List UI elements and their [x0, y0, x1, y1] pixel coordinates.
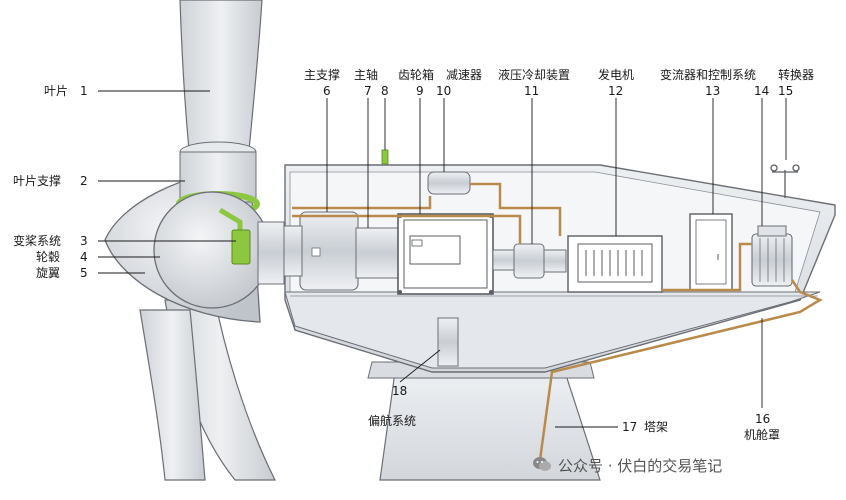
sensor-8 [381, 149, 389, 165]
number-4: 4 [80, 250, 88, 264]
label-yaw-system: 偏航系统 [368, 414, 417, 428]
transformer [751, 233, 793, 287]
number-16: 16 [755, 412, 771, 426]
number-5: 5 [80, 266, 88, 280]
number-2: 2 [80, 174, 88, 188]
label-transformer: 转换器 [778, 68, 815, 82]
blade-lower-front [139, 309, 206, 481]
label-nacelle-cover: 机舱罩 [744, 428, 781, 442]
main-bearing [299, 211, 359, 291]
label-blade: 叶片 [44, 84, 69, 98]
label-gearbox: 齿轮箱 [398, 68, 435, 82]
yaw-drive [437, 317, 459, 367]
number-6: 6 [323, 84, 331, 98]
pitch-actuator [231, 229, 251, 265]
label-main-support: 主支撑 [304, 68, 341, 82]
number-8: 8 [381, 84, 389, 98]
number-13: 13 [705, 84, 721, 98]
number-17: 17 [622, 420, 638, 434]
label-reducer: 减速器 [446, 68, 483, 82]
label-hydraulic-cooling: 液压冷却装置 [498, 68, 571, 82]
generator [567, 235, 663, 293]
blade-upper [179, 0, 263, 161]
gearbox [397, 213, 494, 295]
label-converter-control: 变流器和控制系统 [660, 68, 757, 82]
label-hub: 轮毂 [36, 250, 61, 264]
number-12: 12 [608, 84, 624, 98]
label-rotor: 旋翼 [36, 266, 61, 280]
number-7: 7 [364, 84, 372, 98]
main-shaft [355, 227, 401, 279]
number-11: 11 [524, 84, 540, 98]
label-main-shaft: 主轴 [354, 68, 379, 82]
cable-main [292, 182, 562, 236]
nacelle-floor [284, 291, 821, 369]
number-3: 3 [80, 234, 88, 248]
watermark-text: 公众号 · 伏白的交易笔记 [558, 457, 723, 475]
control-cabinet [689, 213, 733, 291]
number-9: 9 [416, 84, 424, 98]
label-tower: 塔架 [644, 420, 669, 434]
number-10: 10 [436, 84, 452, 98]
anemometer [770, 164, 800, 198]
label-pitch-system: 变桨系统 [13, 234, 62, 248]
number-1: 1 [80, 84, 88, 98]
hub [153, 191, 271, 309]
number-15: 15 [778, 84, 794, 98]
hydraulic-cooling-unit [513, 243, 545, 279]
wechat-icon [533, 457, 551, 471]
label-generator: 发电机 [598, 68, 635, 82]
reducer [427, 171, 471, 195]
number-18: 18 [392, 384, 408, 398]
label-blade-support: 叶片支撑 [13, 174, 62, 188]
number-14: 14 [754, 84, 770, 98]
